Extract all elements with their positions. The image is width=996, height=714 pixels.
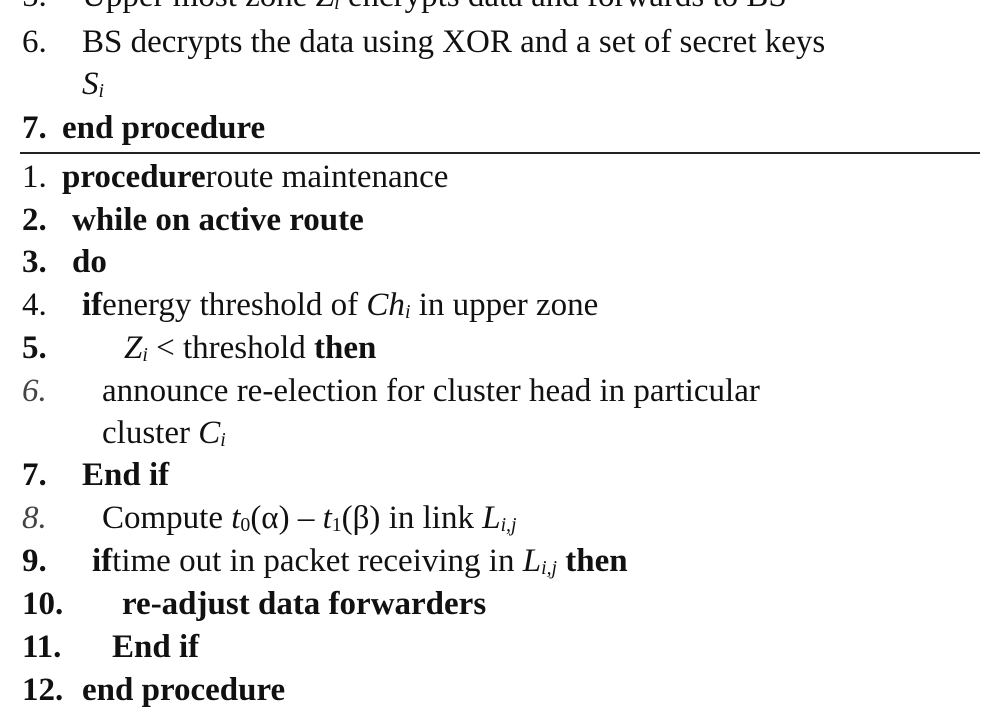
- line-number: 5.: [22, 330, 47, 366]
- algo2-line-11: 11. End if: [0, 625, 996, 669]
- line-text: end procedure: [62, 110, 266, 146]
- line-text: End if: [82, 457, 170, 493]
- line-text: while on active route: [72, 202, 364, 238]
- line-text: iftime out in packet receiving in Li,j t…: [92, 543, 628, 579]
- algo1-line-7: 7. end procedure: [0, 106, 996, 150]
- section-divider: [20, 152, 980, 154]
- line-number: 6.: [22, 24, 47, 60]
- algo2-line-6-cont: cluster Ci: [0, 411, 996, 455]
- algo2-line-8: 8. Compute t0(α) – t1(β) in link Li,j: [0, 496, 996, 540]
- algo2-line-12: 12. end procedure: [0, 668, 996, 712]
- line-number: 1.: [22, 159, 47, 195]
- line-text: end procedure: [82, 672, 286, 708]
- line-text: Si: [82, 66, 104, 102]
- line-number: 2.: [22, 202, 47, 238]
- line-text: BS decrypts the data using XOR and a set…: [82, 24, 826, 60]
- algo2-line-5: 5. Zi < threshold then: [0, 326, 996, 370]
- line-text: do: [72, 244, 107, 280]
- algo1-line-6: 6. BS decrypts the data using XOR and a …: [0, 20, 996, 64]
- algo2-line-9: 9. iftime out in packet receiving in Li,…: [0, 539, 996, 583]
- line-number: 10.: [22, 586, 64, 622]
- algo2-line-2: 2. while on active route: [0, 198, 996, 242]
- line-number: 12.: [22, 672, 64, 708]
- line-number: 11.: [22, 629, 62, 665]
- algo2-line-3: 3. do: [0, 240, 996, 284]
- algo2-line-6: 6. announce re-election for cluster head…: [0, 369, 996, 413]
- line-text: Compute t0(α) – t1(β) in link Li,j: [102, 500, 517, 536]
- line-number: 7.: [22, 110, 47, 146]
- line-number: 5.: [22, 0, 47, 18]
- line-text: Zi < threshold then: [124, 330, 377, 366]
- algo2-line-4: 4. ifenergy threshold of Chi in upper zo…: [0, 283, 996, 327]
- line-text: ifenergy threshold of Chi in upper zone: [82, 287, 599, 323]
- algo2-line-1: 1. procedureroute maintenance: [0, 155, 996, 199]
- line-text: re-adjust data forwarders: [122, 586, 487, 622]
- line-number: 9.: [22, 543, 47, 579]
- algo1-line-5: 5. Upper most zone Zi encrypts data and …: [0, 0, 996, 18]
- line-text: announce re-election for cluster head in…: [102, 373, 760, 409]
- line-number: 3.: [22, 244, 47, 280]
- algo2-line-10: 10. re-adjust data forwarders: [0, 582, 996, 626]
- line-text: Upper most zone Zi encrypts data and for…: [82, 0, 787, 14]
- line-number: 8.: [22, 500, 47, 536]
- line-number: 7.: [22, 457, 47, 493]
- line-text: cluster Ci: [102, 415, 226, 451]
- line-number: 6.: [22, 373, 47, 409]
- line-text: End if: [112, 629, 200, 665]
- algo2-line-7: 7. End if: [0, 453, 996, 497]
- line-number: 4.: [22, 287, 47, 323]
- line-text: procedureroute maintenance: [62, 159, 449, 195]
- algo1-line-6-cont: Si: [0, 62, 996, 106]
